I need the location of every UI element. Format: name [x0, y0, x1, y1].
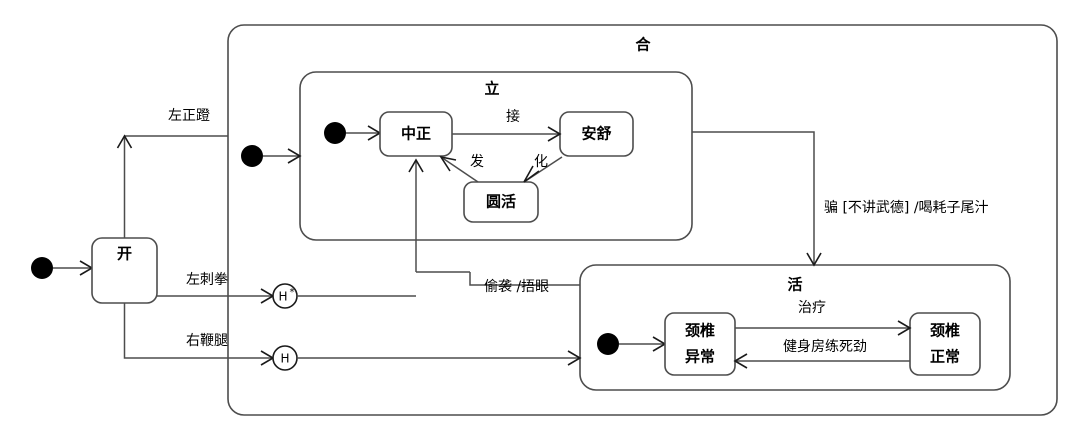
transition-label-hua: 化 — [534, 154, 548, 170]
arrowhead-init-he — [287, 148, 302, 164]
shallow-history-label: H — [280, 352, 289, 366]
arrowhead-yichang-to-zhengchang — [897, 320, 912, 336]
transition-label-touxi: 偷袭 /捂眼 — [484, 279, 549, 295]
initial-pseudostate-root[interactable] — [31, 257, 53, 279]
arrowhead-kai-to-he — [116, 134, 133, 149]
transition-label-pian: 骗 [不讲武德] /喝耗子尾汁 — [824, 200, 989, 216]
state-zhongzheng-label: 中正 — [401, 125, 431, 143]
state-jingzhui-zhengchang-label-line1: 颈椎 — [929, 322, 960, 340]
transition-label-jianshenfang: 健身房练死劲 — [783, 339, 867, 355]
state-yuanhuo-label: 圆活 — [486, 193, 516, 211]
transition-label-zuo-zheng-deng: 左正蹬 — [168, 108, 210, 124]
state-jingzhui-yichang-label-line1: 颈椎 — [684, 322, 715, 340]
arrowhead-yuanhuo-to-zhongzheng — [439, 155, 457, 172]
state-jingzhui-zhengchang[interactable] — [909, 312, 981, 376]
transition-yuanhuo-to-zhongzheng[interactable] — [440, 156, 479, 183]
state-kai-label: 开 — [117, 245, 132, 263]
transition-label-zuo-ci-quan: 左刺拳 — [186, 272, 228, 288]
composite-state-li-title: 立 — [484, 80, 499, 98]
arrowhead-zhengchang-to-yichang — [733, 353, 748, 369]
composite-state-huo-title: 活 — [787, 276, 802, 294]
transition-label-jie: 接 — [506, 108, 520, 125]
transition-label-fa: 发 — [470, 154, 484, 170]
arrowhead-li-to-huo — [806, 252, 822, 267]
initial-pseudostate-he[interactable] — [241, 145, 263, 167]
initial-pseudostate-li[interactable] — [324, 122, 346, 144]
arrowhead-shallow-history-target — [567, 350, 582, 366]
state-jingzhui-yichang[interactable] — [664, 312, 736, 376]
arrowhead-anshu-to-yuanhuo — [523, 165, 540, 183]
state-anshu-label: 安舒 — [581, 125, 611, 143]
state-jingzhui-zhengchang-label-line2: 正常 — [930, 348, 960, 366]
deep-history-star: * — [290, 287, 295, 298]
deep-history-label: H — [278, 290, 287, 304]
state-yuanhuo[interactable] — [463, 181, 539, 223]
composite-state-he-title: 合 — [634, 36, 651, 54]
transition-label-you-bian-tui: 右鞭腿 — [186, 333, 228, 349]
transition-li-to-huo[interactable] — [692, 131, 815, 265]
arrowhead-zhongzheng-to-anshu — [547, 126, 562, 142]
transition-kai-to-shallow-history[interactable] — [123, 303, 274, 359]
initial-pseudostate-huo[interactable] — [597, 333, 619, 355]
transition-label-zhiliao: 治疗 — [798, 300, 826, 316]
transition-huo-to-li[interactable] — [469, 272, 580, 286]
arrowhead-huo-to-li — [408, 158, 424, 173]
state-jingzhui-yichang-label-line2: 异常 — [685, 348, 715, 366]
